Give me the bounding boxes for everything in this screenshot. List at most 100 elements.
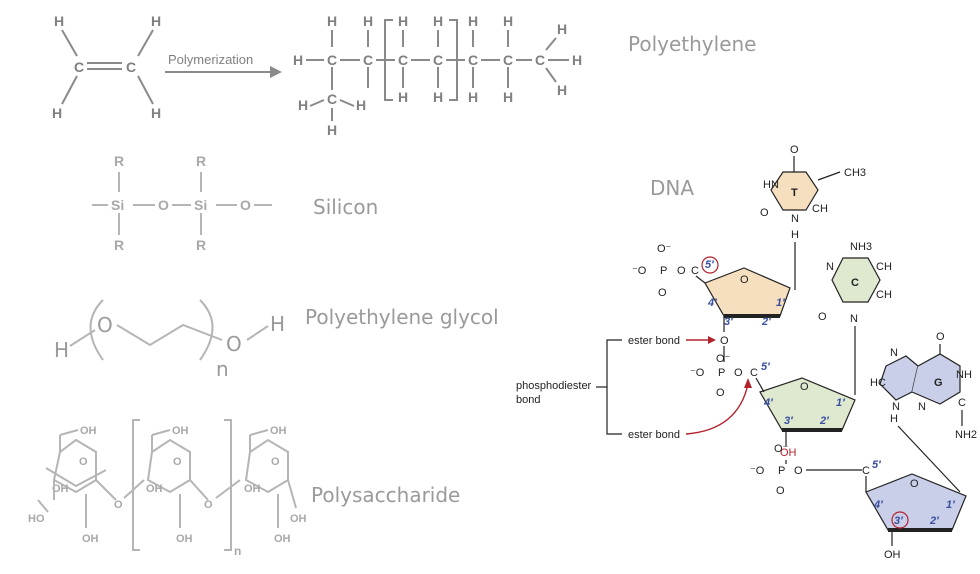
atom-h: H: [468, 89, 478, 105]
prime-4: 4′: [707, 297, 718, 309]
atom-h: H: [327, 13, 337, 29]
atom-o: O: [794, 465, 803, 477]
prime-3: 3′: [894, 515, 904, 527]
atom-c: C: [468, 52, 478, 68]
atom-o: O: [79, 456, 88, 468]
atom-o: O: [240, 197, 251, 213]
prime-5: 5′: [761, 361, 771, 373]
atom-o: O: [936, 331, 945, 343]
atom-h: H: [151, 105, 161, 121]
prime-1: 1′: [836, 397, 846, 409]
atom-h: H: [557, 21, 567, 37]
dna-structure: T O CH3 HN O CH N H O 4′ 1′ 3′ 2′ O⁻ ⁻O …: [516, 144, 977, 561]
polymerization-label: Polymerization: [168, 52, 253, 67]
atom-o: O: [658, 287, 667, 299]
atom-oh: OH: [176, 533, 193, 545]
phosphodiester-label: phosphodiester: [516, 380, 592, 392]
label-silicon: Silicon: [313, 195, 378, 219]
label-peg: Polyethylene glycol: [305, 305, 499, 329]
polyethylene-structure: H H H H H H H H C C C C C C C H H C H H …: [293, 13, 582, 138]
atom-c: C: [503, 52, 513, 68]
atom-oh: OH: [146, 483, 163, 495]
atom-oh: OH: [290, 513, 307, 525]
atom-o: O: [818, 311, 827, 323]
atom-o: O: [910, 478, 919, 490]
atom-ho: HO: [28, 513, 45, 525]
atom-c: C: [433, 52, 443, 68]
ester-bond-label: ester bond: [628, 429, 680, 441]
atom-hc: HC: [870, 377, 886, 389]
atom-h: H: [363, 13, 373, 29]
atom-o: O: [271, 456, 280, 468]
atom-p: P: [718, 367, 725, 379]
subscript-n: n: [234, 544, 241, 558]
base-g: G: [934, 377, 943, 389]
atom-c: C: [126, 59, 136, 75]
atom-h: H: [54, 338, 69, 362]
atom-h: H: [503, 89, 513, 105]
atom-c: C: [691, 265, 699, 277]
silicon-structure: R R Si O Si O R R: [92, 153, 272, 253]
atom-oh: OH: [274, 533, 291, 545]
atom-h: H: [293, 52, 303, 68]
prime-4: 4′: [873, 499, 884, 511]
label-polyethylene: Polyethylene: [628, 32, 756, 56]
atom-c: C: [398, 52, 408, 68]
atom-o: O: [734, 367, 743, 379]
atom-r: R: [114, 237, 124, 253]
atom-ch3: CH3: [844, 167, 866, 179]
atom-r: R: [196, 153, 206, 169]
prime-5: 5′: [872, 459, 882, 471]
atom-p: P: [778, 465, 785, 477]
label-dna: DNA: [650, 176, 694, 200]
atom-c: C: [363, 52, 373, 68]
atom-n: N: [918, 401, 926, 413]
polymerization-arrow: Polymerization: [165, 52, 282, 78]
prime-2: 2′: [761, 316, 772, 328]
prime-1: 1′: [776, 297, 786, 309]
atom-o: O: [800, 381, 809, 393]
atom-oh: OH: [52, 483, 69, 495]
atom-h: H: [791, 229, 799, 241]
base-t: T: [791, 187, 798, 199]
atom-h: H: [270, 312, 285, 336]
atom-n: N: [850, 313, 858, 325]
prime-3: 3′: [784, 415, 794, 427]
atom-r: R: [196, 237, 206, 253]
atom-oh: OH: [780, 447, 797, 459]
atom-minus-o: ⁻O: [750, 465, 765, 477]
atom-n: N: [791, 213, 799, 225]
atom-o: O: [776, 485, 785, 497]
atom-o: O: [760, 207, 769, 219]
atom-h: H: [557, 82, 567, 98]
atom-c: C: [958, 397, 966, 409]
ester-bond-label: ester bond: [628, 335, 680, 347]
atom-h: H: [433, 13, 443, 29]
polysaccharide-structure: n OH O OH HO OH O OH O OH OH O OH O: [28, 419, 307, 558]
atom-minus-o: ⁻O: [690, 367, 705, 379]
atom-o-minus: O⁻: [774, 443, 789, 455]
atom-ch: CH: [812, 203, 828, 215]
atom-n: N: [826, 261, 834, 273]
atom-o: O: [173, 456, 182, 468]
label-polysaccharide: Polysaccharide: [311, 483, 460, 507]
prime-2: 2′: [819, 415, 830, 427]
atom-o: O: [97, 313, 113, 337]
atom-c: C: [750, 367, 758, 379]
atom-o: O: [204, 499, 213, 511]
atom-nh2: NH2: [955, 429, 977, 441]
atom-ch: CH: [876, 289, 892, 301]
atom-h: H: [327, 122, 337, 138]
atom-oh: OH: [884, 549, 901, 561]
atom-h: H: [151, 13, 161, 29]
atom-o: O: [720, 335, 729, 347]
atom-o-minus: O⁻: [657, 243, 672, 255]
atom-h: H: [54, 13, 64, 29]
atom-h: H: [298, 97, 308, 113]
atom-si: Si: [111, 197, 124, 213]
phosphodiester-bond-label: bond: [516, 394, 540, 406]
atom-h: H: [468, 13, 478, 29]
atom-o: O: [226, 332, 242, 356]
atom-c: C: [862, 465, 870, 477]
